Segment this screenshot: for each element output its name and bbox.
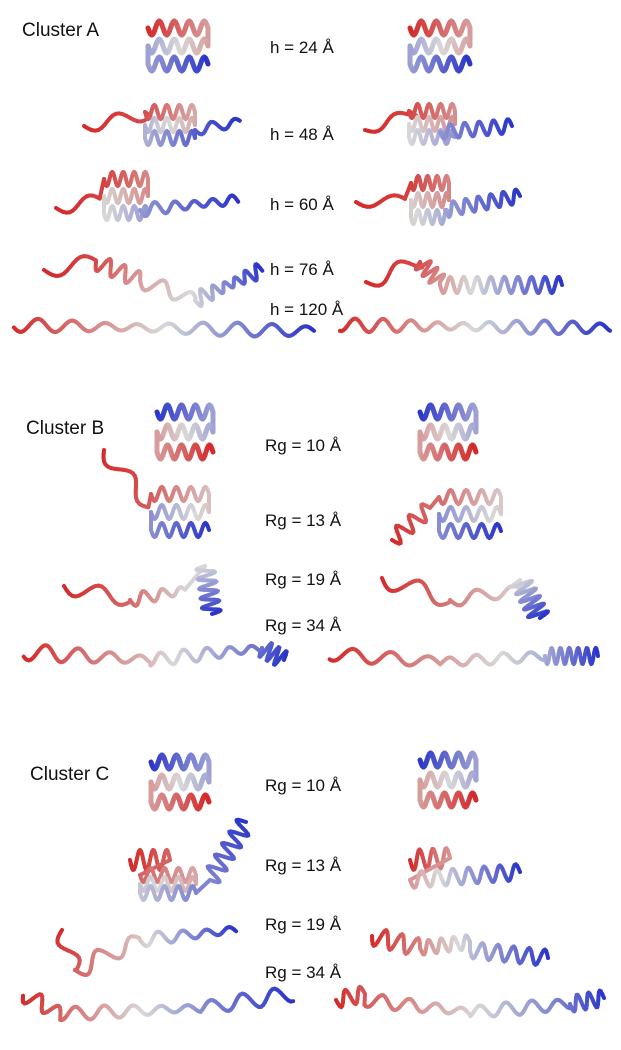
cluster-c-title: Cluster C — [30, 764, 110, 785]
cluster-a-label-h76: h = 76 Å — [270, 260, 334, 279]
cluster-a-label-h48: h = 48 Å — [270, 125, 334, 144]
cluster-b-label-rg34: Rg = 34 Å — [265, 616, 342, 635]
cluster-a-label-h60: h = 60 Å — [270, 195, 334, 214]
cluster-b-right-structure-rg13 — [390, 488, 503, 546]
cluster-a-left-structure-h60 — [54, 170, 241, 222]
cluster-c-label-rg34: Rg = 34 Å — [265, 963, 342, 982]
cluster-c-left-structure-rg10 — [148, 752, 212, 812]
cluster-a-left-structure-h24 — [145, 18, 211, 74]
cluster-c-right-structure-rg19 — [370, 928, 550, 967]
cluster-a-left-structure-h120 — [11, 316, 317, 339]
cluster-a-label-h24: h = 24 Å — [270, 38, 334, 57]
cluster-b-left-structure-rg19 — [62, 564, 223, 616]
cluster-b-left-structure-rg10 — [154, 402, 216, 462]
cluster-b-right-structure-rg19 — [380, 576, 550, 620]
cluster-b-left-structure-rg34 — [21, 641, 289, 668]
cluster-a-right-structure-h60 — [354, 174, 522, 226]
cluster-a-right-structure-h120 — [337, 316, 612, 336]
cluster-a-right-structure-h24 — [407, 18, 473, 74]
cluster-b-label-rg10: Rg = 10 Å — [265, 436, 342, 455]
cluster-a-left-structure-h48 — [82, 103, 242, 147]
cluster-b-right-structure-rg10 — [417, 402, 479, 462]
cluster-c-right-structure-rg13 — [408, 846, 522, 890]
cluster-b-left-structure-rg13 — [101, 448, 211, 539]
cluster-b-label-rg13: Rg = 13 Å — [265, 511, 342, 530]
cluster-c-label-rg19: Rg = 19 Å — [265, 915, 342, 934]
cluster-c-left-structure-rg19 — [55, 925, 239, 977]
cluster-b-title: Cluster B — [26, 418, 105, 439]
cluster-c-left-structure-rg13 — [128, 817, 251, 902]
cluster-c-left-structure-rg34 — [20, 986, 296, 1022]
cluster-c-right-structure-rg10 — [417, 750, 479, 810]
cluster-a-label-h120: h = 120 Å — [270, 300, 344, 319]
cluster-a-left-structure-h76 — [42, 254, 265, 309]
cluster-a-right-structure-h76 — [364, 259, 564, 295]
cluster-c-right-structure-rg34 — [334, 984, 606, 1019]
cluster-b-label-rg19: Rg = 19 Å — [265, 570, 342, 589]
cluster-c-label-rg13: Rg = 13 Å — [265, 856, 342, 875]
cluster-c-label-rg10: Rg = 10 Å — [265, 776, 342, 795]
cluster-a-right-structure-h48 — [363, 102, 514, 146]
cluster-b-right-structure-rg34 — [327, 646, 600, 668]
cluster-a-title: Cluster A — [22, 20, 100, 41]
